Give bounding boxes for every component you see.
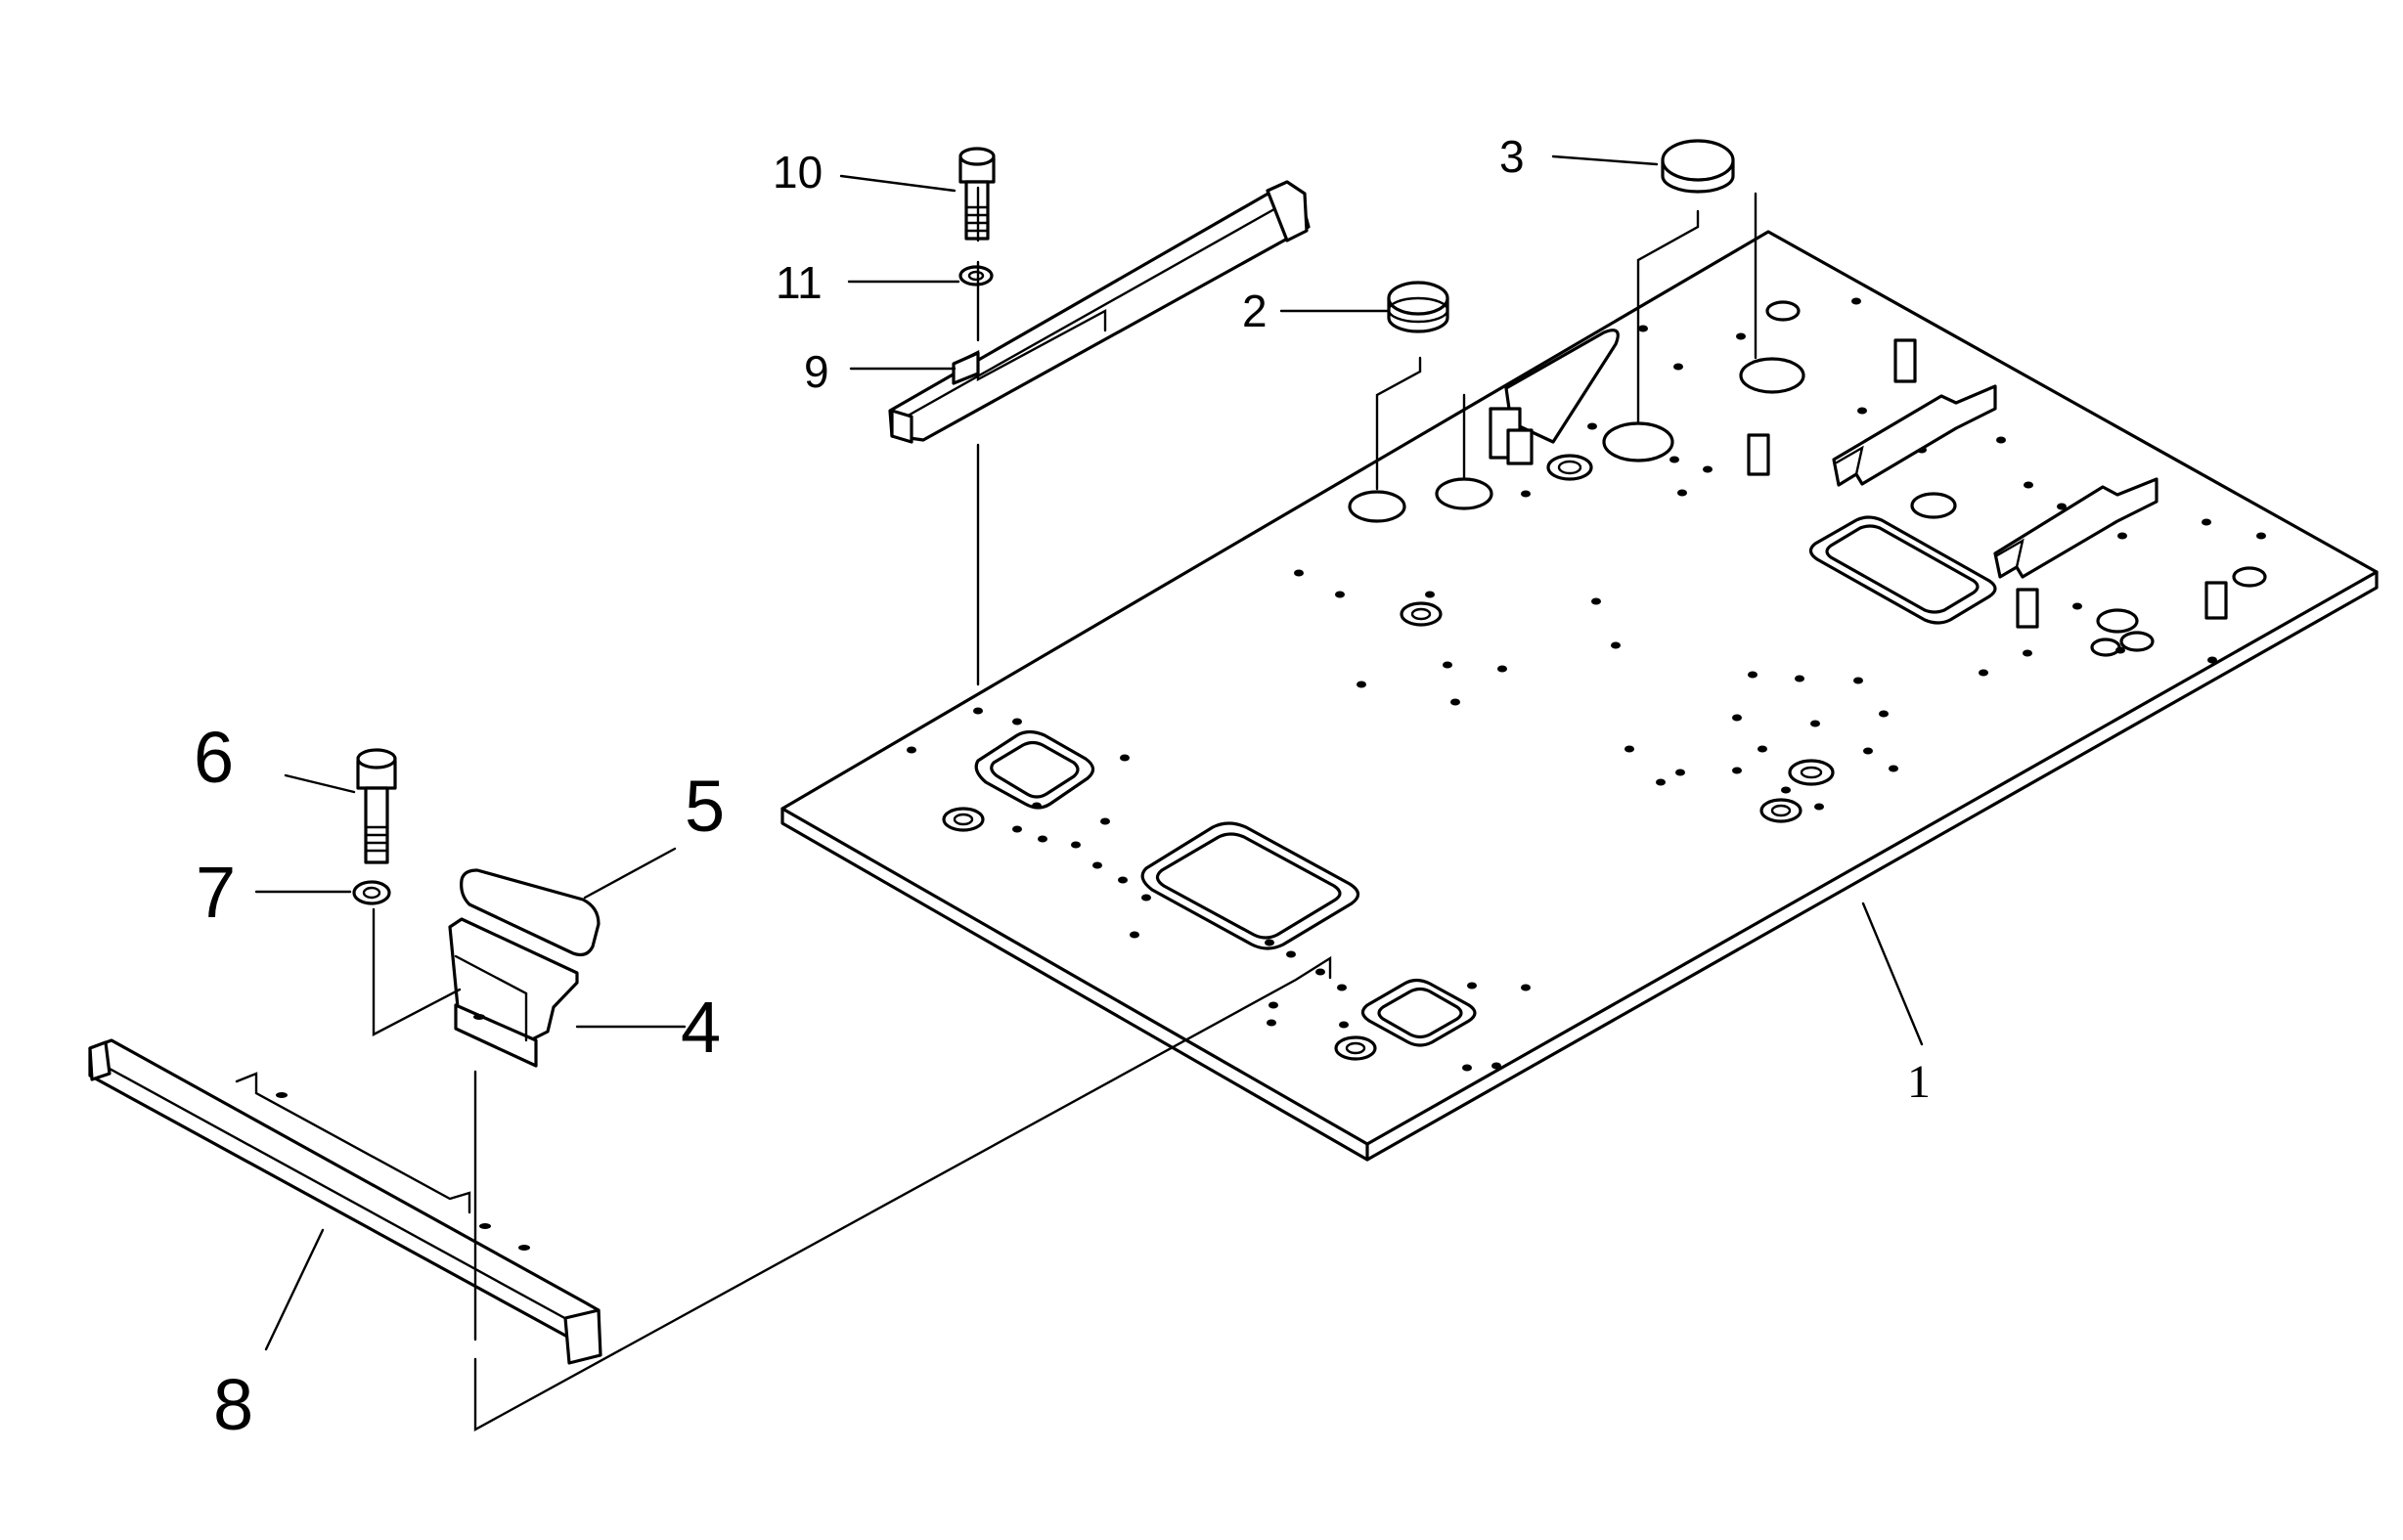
drilled-hole	[1315, 968, 1325, 976]
drilled-hole	[2202, 518, 2211, 526]
drilled-hole	[1491, 1062, 1501, 1070]
drilled-hole	[2256, 532, 2266, 540]
drilled-hole	[1141, 894, 1151, 902]
plug-3	[1661, 139, 1735, 194]
drilled-hole	[1587, 422, 1597, 430]
assembly-lines	[372, 186, 1758, 1432]
callout-6: 6	[194, 717, 234, 798]
drilled-hole	[1012, 718, 1022, 726]
drilled-hole	[1357, 681, 1366, 688]
plate-small-holes	[907, 297, 2266, 1072]
drilled-hole	[1497, 665, 1507, 673]
drilled-hole	[1611, 641, 1621, 649]
drilled-hole	[1100, 817, 1110, 825]
drilled-hole	[973, 707, 983, 715]
drilled-hole	[1677, 489, 1687, 497]
callout-2: 2	[1242, 286, 1268, 336]
drilled-hole	[1656, 778, 1666, 786]
drilled-hole	[1638, 325, 1648, 332]
drilled-hole	[1758, 745, 1767, 753]
drilled-hole	[1071, 841, 1081, 849]
drilled-hole	[1879, 710, 1889, 718]
drilled-hole	[1795, 675, 1804, 682]
drilled-hole	[1748, 671, 1758, 679]
callout-7: 7	[196, 852, 236, 933]
drilled-hole	[907, 746, 916, 754]
drilled-hole	[1467, 982, 1477, 990]
drilled-hole	[1425, 591, 1435, 598]
drilled-hole	[1337, 984, 1347, 991]
callout-8: 8	[213, 1364, 253, 1445]
plug-2	[1387, 281, 1449, 333]
drilled-hole	[1732, 767, 1742, 774]
drilled-hole	[1736, 332, 1746, 340]
drilled-hole	[1810, 720, 1820, 727]
drilled-hole	[1267, 1019, 1276, 1027]
bolt-6	[356, 748, 397, 864]
drilled-hole	[2207, 656, 2217, 664]
pad-5	[460, 868, 601, 957]
leader-lines	[254, 154, 1924, 1351]
callout-3: 3	[1499, 131, 1525, 182]
callout-5: 5	[685, 766, 725, 847]
drilled-hole	[1673, 363, 1683, 371]
callout-11: 11	[776, 257, 823, 308]
drilled-hole	[1443, 661, 1452, 669]
drilled-hole	[1857, 407, 1867, 415]
drilled-hole	[1863, 747, 1873, 755]
drilled-hole	[2057, 503, 2067, 510]
drilled-hole	[1130, 931, 1139, 939]
drilled-hole	[1889, 765, 1898, 772]
drilled-hole	[2117, 532, 2127, 540]
washer-11	[958, 265, 994, 286]
drilled-hole	[1038, 835, 1047, 843]
drilled-hole	[1624, 745, 1634, 753]
drilled-hole	[1521, 984, 1531, 991]
drilled-hole	[2115, 646, 2125, 654]
rail-9	[888, 180, 1311, 444]
plate-clips	[1747, 338, 2228, 629]
drilled-hole	[1814, 803, 1824, 811]
drilled-hole	[1335, 591, 1345, 598]
drilled-hole	[1286, 950, 1296, 958]
callout-4: 4	[681, 987, 721, 1068]
drilled-hole	[2024, 481, 2033, 489]
drilled-hole	[1268, 1001, 1278, 1009]
drilled-hole	[1851, 297, 1861, 305]
drilled-hole	[1979, 669, 1988, 677]
drilled-hole	[1669, 456, 1679, 463]
drilled-hole	[1703, 465, 1713, 473]
drilled-hole	[1118, 876, 1128, 884]
callout-labels: 1 2 3 4 5 6 7 8 9 10 11	[194, 131, 1931, 1445]
bracket-4	[448, 917, 579, 1068]
drilled-hole	[2023, 649, 2032, 657]
drilled-hole	[1996, 436, 2006, 444]
rear-bracket	[1489, 329, 1620, 465]
drilled-hole	[1120, 754, 1130, 762]
drilled-hole	[1092, 861, 1102, 869]
callout-9: 9	[804, 346, 829, 397]
drilled-hole	[2072, 602, 2082, 610]
drilled-hole	[1853, 677, 1863, 684]
drilled-hole	[1781, 786, 1791, 794]
drilled-hole	[1265, 939, 1274, 946]
drilled-hole	[1294, 569, 1304, 577]
drilled-hole	[1462, 1064, 1472, 1072]
drilled-hole	[1732, 714, 1742, 722]
drilled-hole	[1521, 490, 1531, 498]
washer-7	[352, 880, 391, 905]
callout-1: 1	[1907, 1056, 1931, 1108]
drilled-hole	[1450, 698, 1460, 706]
rail-8	[88, 1038, 602, 1365]
drilled-hole	[1675, 769, 1685, 776]
drilled-hole	[1339, 1021, 1349, 1029]
drilled-hole	[1032, 802, 1042, 810]
plate-cutouts	[974, 515, 1997, 1047]
drilled-hole	[1591, 597, 1601, 605]
drilled-hole	[1012, 825, 1022, 833]
callout-10: 10	[773, 147, 823, 198]
